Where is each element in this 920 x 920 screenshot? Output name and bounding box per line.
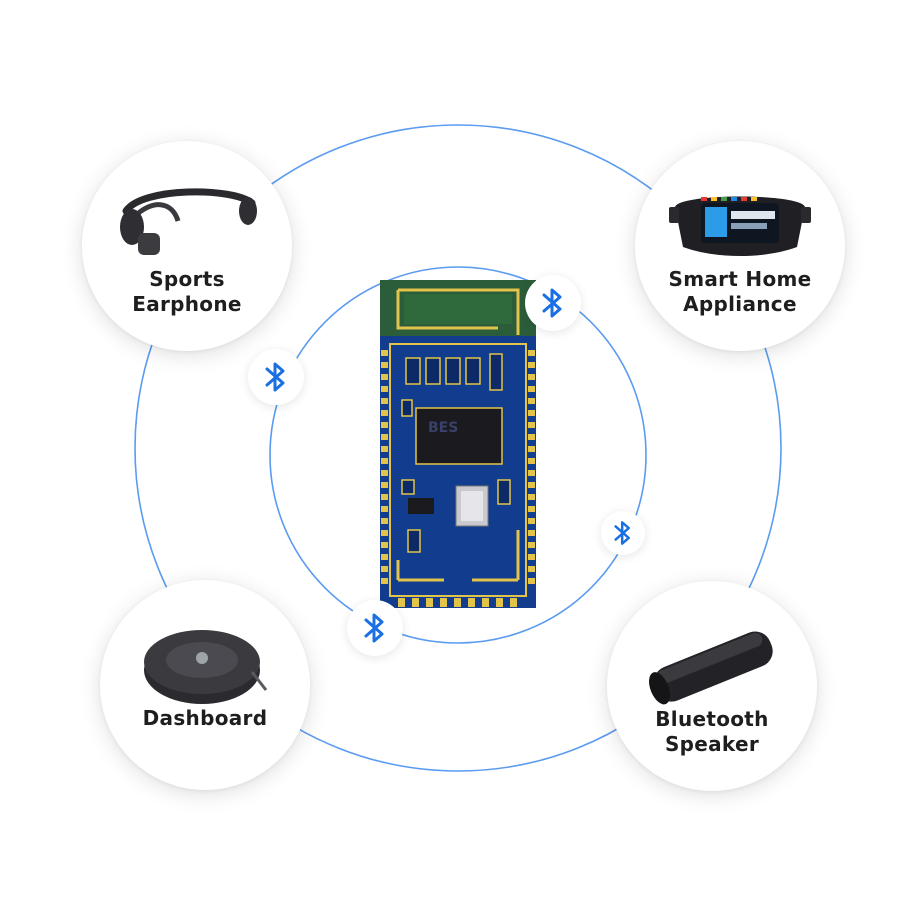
device-bluetooth-speaker: Bluetooth Speaker	[607, 581, 817, 791]
bluetooth-icon	[614, 521, 630, 545]
robot-vacuum-icon	[144, 630, 268, 704]
speaker-icon	[649, 631, 773, 705]
device-label: Smart Home Appliance	[668, 267, 812, 316]
bluetooth-badge	[347, 600, 403, 656]
bluetooth-badge	[248, 349, 304, 405]
bluetooth-icon	[364, 613, 384, 643]
outer-ring	[134, 124, 782, 772]
inner-ring	[269, 266, 647, 644]
device-smart-home-appliance: Smart Home Appliance	[635, 141, 845, 351]
device-sports-earphone: Sports Earphone	[82, 141, 292, 351]
bluetooth-module-pcb: BES	[378, 280, 538, 610]
dashboard-display-icon	[669, 196, 811, 256]
earphone-icon	[120, 188, 257, 255]
bluetooth-badge	[525, 275, 581, 331]
bluetooth-badge	[601, 511, 645, 555]
device-label: Dashboard	[142, 706, 268, 730]
bluetooth-icon	[542, 288, 562, 318]
device-label: Sports Earphone	[132, 267, 242, 316]
chip-marking: BES	[428, 420, 458, 436]
device-dashboard: Dashboard	[100, 580, 310, 790]
device-label: Bluetooth Speaker	[655, 707, 769, 756]
bluetooth-icon	[265, 362, 285, 392]
